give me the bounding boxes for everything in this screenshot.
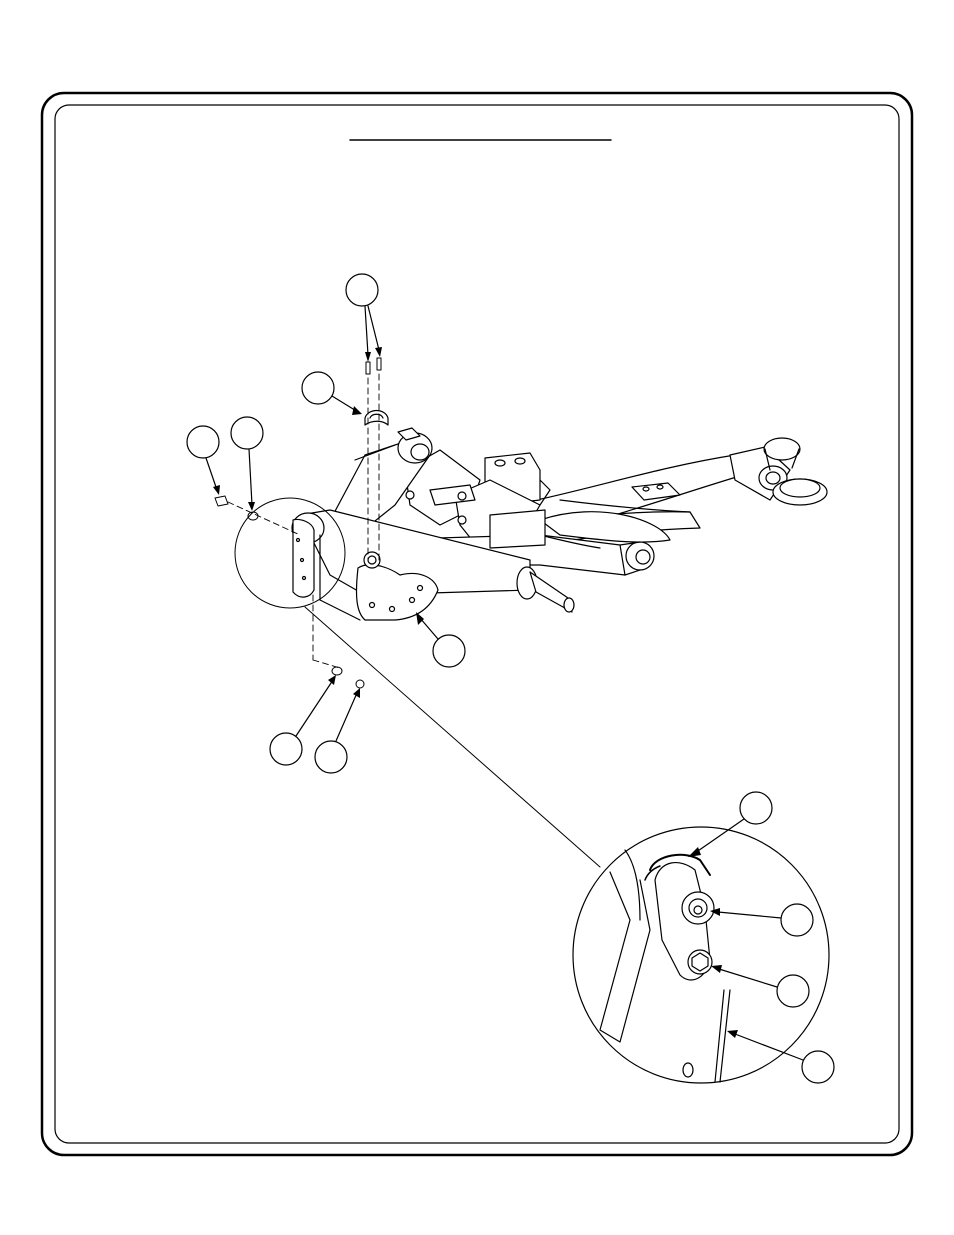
callout-saddle-cap	[302, 372, 362, 415]
callout-side-plate	[416, 612, 465, 667]
callout-left-washer	[231, 417, 263, 511]
callouts	[187, 274, 834, 1083]
callout-top-bolts	[346, 274, 382, 362]
detail-view	[573, 827, 829, 1083]
saddle-cap-part	[365, 411, 388, 426]
callout-left-bolt	[187, 426, 220, 495]
frame-assembly	[292, 411, 827, 621]
callout-detail-bolt	[711, 965, 809, 1007]
callout-detail-washer	[710, 904, 813, 936]
callout-detail-roller	[688, 792, 772, 857]
callout-washer-bottom-2	[315, 688, 360, 773]
callout-detail-plate	[727, 1030, 834, 1083]
